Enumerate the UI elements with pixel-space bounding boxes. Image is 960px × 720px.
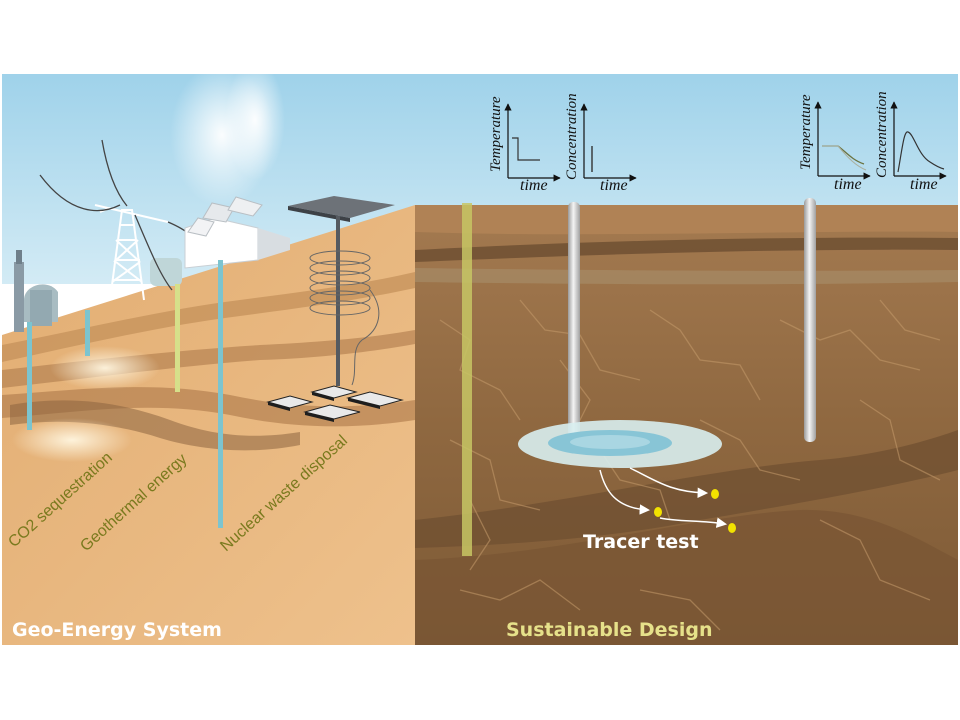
axis-label-concentration: Concentration bbox=[564, 93, 580, 180]
co2-well-1 bbox=[27, 322, 32, 430]
tracer-particle bbox=[728, 523, 736, 533]
right-soil-block bbox=[415, 205, 958, 645]
breakthrough-curve bbox=[897, 131, 945, 173]
tracer-paths bbox=[599, 467, 728, 528]
observation-well bbox=[804, 198, 816, 442]
monitoring-well-yellow bbox=[462, 203, 472, 556]
axis-label-time: time bbox=[520, 177, 548, 194]
power-line-1 bbox=[39, 174, 121, 212]
co2-well-2 bbox=[85, 310, 90, 356]
tracer-particle bbox=[654, 507, 662, 517]
power-line-2 bbox=[101, 139, 128, 207]
power-line-3 bbox=[134, 214, 173, 291]
panel-title-sustainable-design: Sustainable Design bbox=[506, 619, 713, 641]
co2-plume bbox=[12, 418, 132, 462]
geothermal-well-blue bbox=[218, 260, 223, 528]
temperature-step-curve bbox=[512, 137, 540, 161]
axis-label-temperature: Temperature bbox=[488, 96, 504, 172]
plot-right-temperature: Temperature time bbox=[798, 94, 871, 193]
industrial-facilities bbox=[14, 139, 191, 332]
waste-canisters bbox=[266, 385, 404, 422]
plot-left-temperature: Temperature time bbox=[488, 96, 561, 194]
geothermal-plant bbox=[170, 60, 290, 269]
axis-label-time: time bbox=[834, 176, 862, 193]
axis-label-time: time bbox=[600, 177, 628, 194]
plot-left-concentration: Concentration time bbox=[564, 93, 637, 194]
axis-label-concentration: Concentration bbox=[874, 91, 890, 178]
injection-well bbox=[568, 202, 580, 442]
geothermal-well-yellow bbox=[175, 284, 180, 392]
panel-title-geo-energy: Geo-Energy System bbox=[12, 619, 222, 641]
injection-plume bbox=[518, 420, 722, 468]
tracer-particle bbox=[711, 489, 719, 499]
geothermal-glow bbox=[50, 346, 160, 390]
axis-label-temperature: Temperature bbox=[798, 94, 814, 170]
axis-label-time: time bbox=[910, 176, 938, 193]
plot-right-concentration: Concentration time bbox=[874, 91, 947, 193]
nuclear-waste-facility bbox=[266, 196, 404, 422]
label-tracer-test: Tracer test bbox=[583, 531, 699, 553]
